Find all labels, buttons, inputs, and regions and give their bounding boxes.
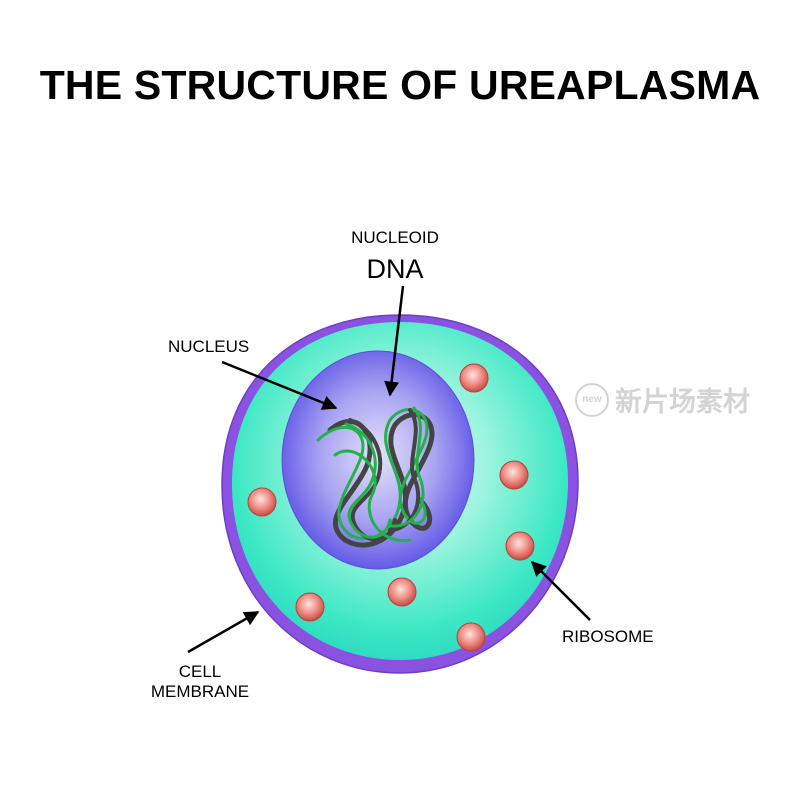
ribosome-arrow	[530, 560, 591, 621]
ribosome	[387, 577, 417, 607]
label-nucleus: NUCLEUS	[168, 337, 250, 356]
ribosome	[247, 487, 277, 517]
watermark-text: 新片场素材	[615, 387, 750, 417]
ribosome	[295, 592, 325, 622]
ribosome	[505, 531, 535, 561]
label-cell: CELL	[178, 662, 222, 681]
label-dna: DNA	[366, 254, 424, 284]
label-membrane: MEMBRANE	[150, 682, 250, 701]
ribosome	[456, 622, 486, 652]
label-nucleoid: NUCLEOID	[351, 228, 439, 247]
dna-nucleoid	[316, 406, 435, 548]
nucleus-arrow	[221, 360, 338, 410]
watermark-logo-icon: new	[575, 382, 609, 417]
label-ribosome: RIBOSOME	[562, 627, 654, 646]
ribosomes	[247, 363, 535, 652]
dna-arrow	[384, 285, 405, 397]
ribosome	[459, 363, 489, 393]
ribosome	[499, 460, 529, 490]
membrane-arrow	[187, 610, 260, 654]
watermark: new 新片场素材	[575, 380, 750, 419]
page-title: THE STRUCTURE OF UREAPLASMA	[39, 62, 761, 108]
